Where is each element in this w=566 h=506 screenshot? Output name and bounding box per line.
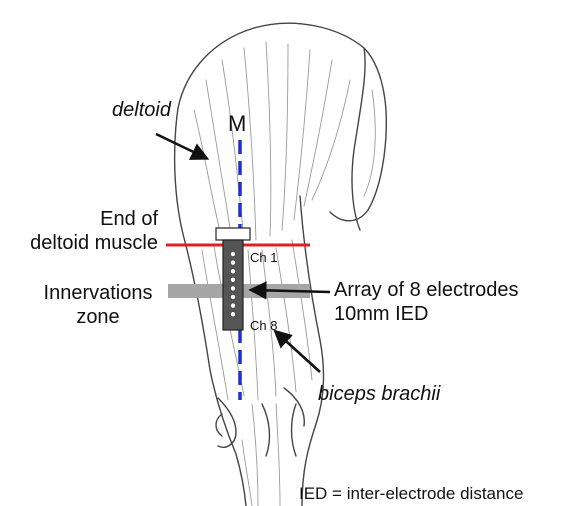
biceps-arrow (276, 332, 320, 372)
deltoid-arrow (156, 134, 206, 158)
electrode-5 (230, 286, 235, 291)
electrode-4 (230, 277, 235, 282)
electrode-8 (230, 312, 235, 317)
end-of-deltoid-line2: deltoid muscle (0, 231, 158, 255)
end-of-deltoid-line1: End of (0, 207, 158, 231)
arm-outline (175, 23, 387, 506)
deltoid-label: deltoid (112, 98, 171, 122)
innervation-zone-label: Innervations zone (24, 281, 172, 329)
footnote: IED = inter-electrode distance (299, 484, 523, 504)
array-line2: 10mm IED (334, 302, 519, 326)
electrode-2 (230, 260, 235, 265)
innervation-line2: zone (24, 305, 172, 329)
electrode-1 (230, 251, 235, 256)
end-of-deltoid-label: End of deltoid muscle (0, 207, 158, 255)
midline-label: M (228, 112, 246, 136)
electrode-6 (230, 294, 235, 299)
array-label: Array of 8 electrodes 10mm IED (334, 278, 519, 326)
muscle-fibers (194, 42, 375, 506)
array-line1: Array of 8 electrodes (334, 278, 519, 302)
electrode-array-cap (216, 228, 250, 240)
innervation-line1: Innervations (24, 281, 172, 305)
channel-last-label: Ch 8 (250, 318, 277, 334)
electrode-3 (230, 269, 235, 274)
electrode-7 (230, 303, 235, 308)
channel-first-label: Ch 1 (250, 250, 277, 266)
biceps-label: biceps brachii (318, 382, 440, 406)
